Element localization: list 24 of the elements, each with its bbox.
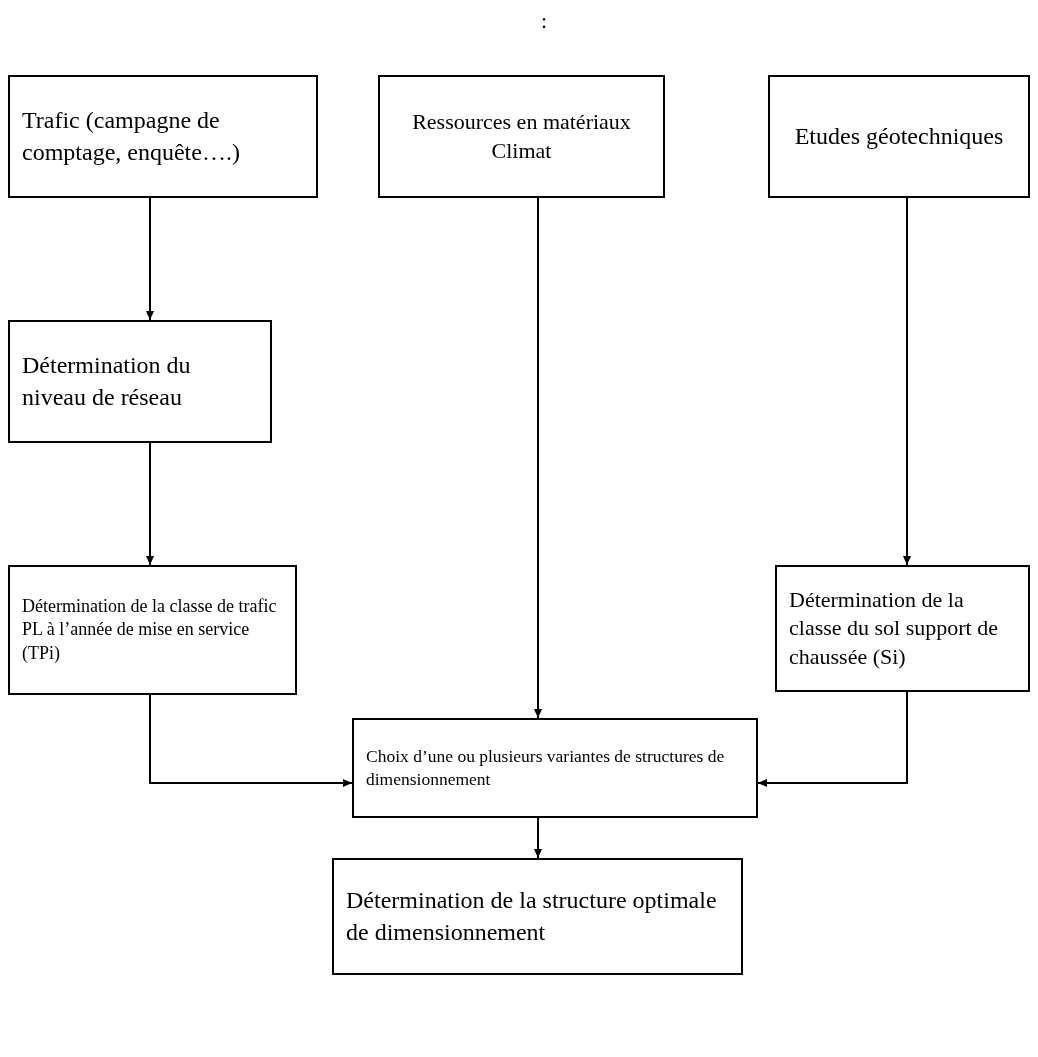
process-box xyxy=(332,858,743,975)
process-box xyxy=(352,718,758,818)
arrow xyxy=(903,197,911,566)
process-box xyxy=(8,565,297,695)
arrow xyxy=(757,691,908,787)
note-text: : xyxy=(541,8,548,34)
box-text: Ressources en matériaux Climat xyxy=(411,107,632,165)
box-text: Détermination du niveau de réseau xyxy=(22,351,192,412)
process-box xyxy=(775,565,1030,692)
arrow xyxy=(149,694,353,787)
box-text: Etudes géotechniques xyxy=(793,121,1005,151)
arrow xyxy=(534,817,542,859)
process-box xyxy=(8,320,272,443)
box-text: Détermination de la classe de trafic PL à l’année de mise en service (TPi) xyxy=(22,594,278,665)
process-box xyxy=(8,75,318,198)
arrow xyxy=(146,197,154,321)
process-box xyxy=(768,75,1030,198)
box-text: Détermination de la structure optimale de dimensionnement xyxy=(346,886,718,947)
box-text: Trafic (campagne de comptage, enquête….) xyxy=(22,106,241,167)
arrow xyxy=(146,442,154,566)
box-text: Choix d’une ou plusieurs variantes de structures de dimensionnement xyxy=(366,745,726,791)
process-box xyxy=(378,75,665,198)
arrow xyxy=(534,197,542,719)
box-text: Détermination de la classe du sol support de chaussée (Si) xyxy=(789,585,999,671)
